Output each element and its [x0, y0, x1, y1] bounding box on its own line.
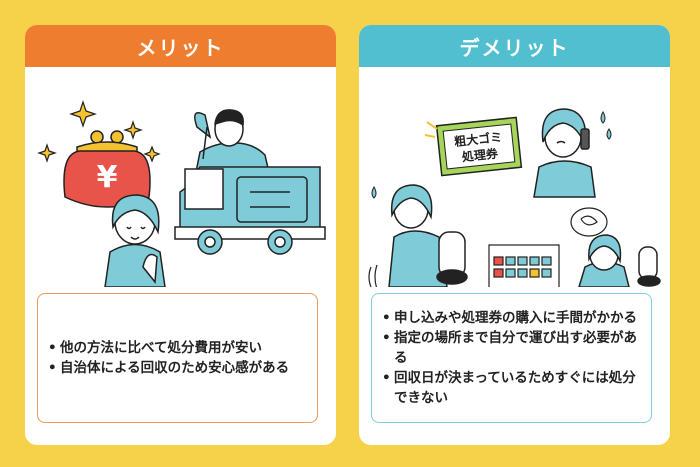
demerit-item: 指定の場所まで自分で運び出す必要がある: [382, 328, 641, 368]
woman-figure: [104, 194, 166, 287]
woman-on-phone-figure: [533, 108, 596, 198]
yen-symbol: ¥: [97, 160, 118, 195]
demerit-list: 申し込みや処理券の購入に手間がかかる 指定の場所まで自分で運び出す必要がある 回…: [382, 308, 641, 408]
merit-text-box: 他の方法に比べて処分費用が安い 自治体による回収のため安心感がある: [37, 293, 318, 423]
garbage-truck-icon: [174, 166, 326, 255]
demerit-title: デメリット: [459, 35, 570, 60]
ticket-line2: 処理券: [460, 145, 499, 164]
sparkle-icon: [37, 100, 161, 163]
worried-woman-figure: [578, 234, 661, 287]
demerit-item: 回収日が決まっているためすぐには処分できない: [382, 368, 641, 408]
woman-carrying-figure: [388, 184, 468, 287]
merit-title: メリット: [136, 35, 225, 60]
sweat-drop-icon: [600, 110, 612, 140]
merit-header: メリット: [25, 25, 336, 67]
merit-panel: メリット ¥: [25, 25, 336, 445]
calendar-icon: [488, 244, 560, 287]
disposal-ticket: 粗大ゴミ 処理券: [435, 116, 523, 177]
merit-list: 他の方法に比べて処分費用が安い 自治体による回収のため安心感がある: [48, 338, 307, 378]
demerit-header: デメリット: [359, 25, 670, 67]
demerit-illustration: 粗大ゴミ 処理券: [368, 108, 661, 287]
demerit-item: 申し込みや処理券の購入に手間がかかる: [382, 308, 641, 328]
demerit-text-box: 申し込みや処理券の購入に手間がかかる 指定の場所まで自分で運び出す必要がある 回…: [371, 293, 652, 423]
motion-lines-icon: [368, 264, 378, 287]
merit-item: 他の方法に比べて処分費用が安い: [48, 338, 307, 358]
coin-purse-icon: ¥: [63, 130, 151, 208]
merit-item: 自治体による回収のため安心感がある: [48, 358, 307, 378]
demerit-panel: デメリット 粗大ゴミ 処理券: [359, 25, 670, 445]
sweat-drop-icon: [371, 185, 377, 199]
merit-illustration: ¥: [37, 100, 326, 287]
emphasis-lines-icon: [424, 121, 438, 138]
ticket-line1: 粗大ゴミ: [454, 129, 503, 149]
